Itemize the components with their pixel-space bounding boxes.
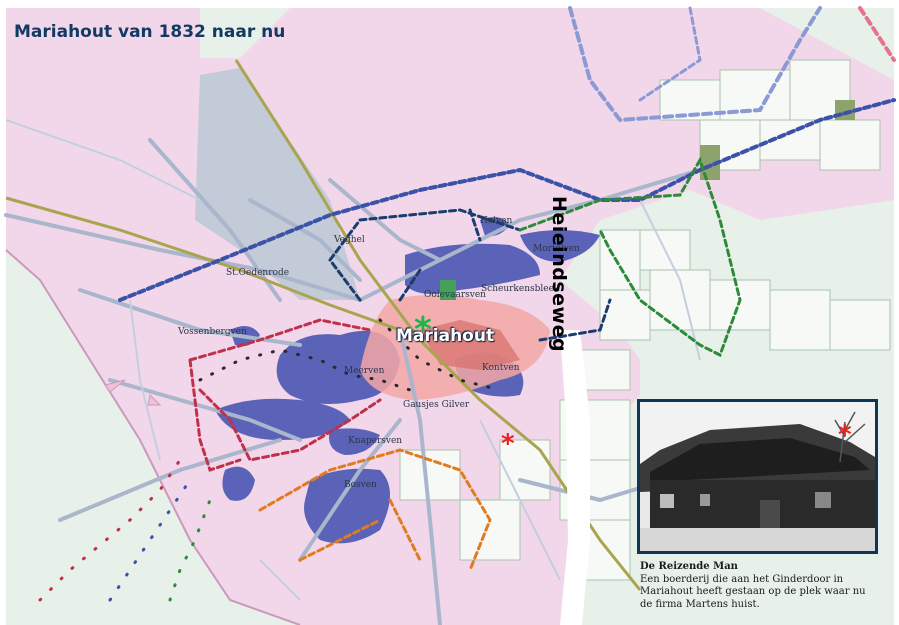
place-label-ooievaarsven: Ooievaarsven [424, 290, 486, 300]
green-star-marker: * [414, 310, 432, 350]
caption-text: Een boerderij die aan het Ginderdoor in … [640, 573, 866, 610]
dashed-route-red [188, 318, 382, 472]
dashed-route-orange [258, 448, 492, 572]
place-label-gausjes-gilver: Gausjes Gilver [403, 400, 470, 410]
dashed-route-navy [328, 208, 612, 342]
inset-caption: De Reizende Man Een boerderij die aan he… [640, 561, 880, 611]
dotted-paths [38, 318, 502, 602]
map-title: Mariahout van 1832 naar nu [14, 22, 286, 42]
place-label-meerven: Meerven [344, 366, 385, 376]
place-label-kontven: Kontven [482, 363, 520, 373]
farmhouse-photo [640, 402, 875, 551]
place-label-heiven: Heiven [480, 216, 513, 226]
place-label-scheurkensbleek: Scheurkensbleek [481, 284, 560, 294]
place-label-veghel: Veghel [334, 235, 365, 245]
place-label-mortelven: Mortelven [533, 244, 580, 254]
caption-title: De Reizende Man [640, 561, 738, 572]
place-label-bosven: Bosven [344, 480, 377, 490]
place-label-vossenbergven: Vossenbergven [178, 327, 247, 337]
road-label-heieindseweg: Heieindseweg [548, 196, 570, 353]
dashed-route-green [518, 156, 742, 358]
village-label-mariahout: Mariahout [396, 326, 495, 346]
photo-red-star-marker: * [838, 420, 852, 450]
place-label-knapersven: Knapersven [348, 436, 403, 446]
inset-photo: * [637, 399, 878, 554]
place-label-st-oedenrode: St.Oedenrode [226, 268, 290, 278]
heieindseweg-road [560, 330, 590, 625]
red-star-marker: * [501, 429, 515, 459]
dashed-route-blue [118, 98, 896, 302]
